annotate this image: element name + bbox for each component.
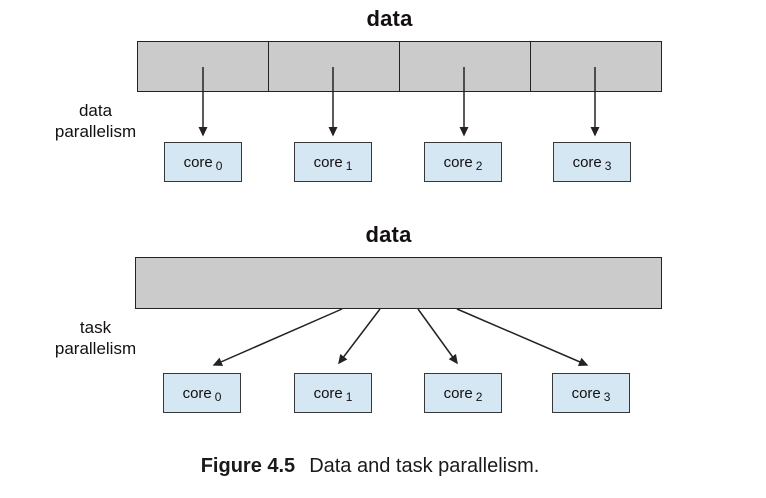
core-box-1-top: core 1 xyxy=(294,142,372,182)
data-parallelism-label-line2: parallelism xyxy=(54,122,137,141)
core-index: 2 xyxy=(475,390,483,404)
core-box-3-bottom: core 3 xyxy=(552,373,630,413)
core-index: 0 xyxy=(215,159,223,173)
bottom-data-title: data xyxy=(365,222,412,247)
figure-caption-text: Data and task parallelism. xyxy=(309,455,540,477)
core-box-2-bottom: core 2 xyxy=(424,373,502,413)
task-parallelism-label-line2: parallelism xyxy=(54,339,137,358)
fan-arrow-icon-core3 xyxy=(456,308,589,366)
figure-caption: Figure 4.5 Data and task parallelism. xyxy=(0,455,740,478)
bar-segment-divider xyxy=(529,42,532,91)
fan-arrow-icon-core0 xyxy=(212,308,343,366)
core-label: core xyxy=(572,153,602,171)
core-index: 1 xyxy=(345,159,353,173)
core-index: 3 xyxy=(604,159,612,173)
core-label: core xyxy=(183,153,213,171)
core-label: core xyxy=(182,384,212,402)
core-label: core xyxy=(443,384,473,402)
core-index: 1 xyxy=(345,390,353,404)
top-data-title: data xyxy=(366,6,413,31)
core-label: core xyxy=(443,153,473,171)
task-parallelism-label-line1: task xyxy=(79,318,112,337)
figure-number: Figure 4.5 xyxy=(200,455,296,477)
task-parallelism-arrows xyxy=(212,308,589,366)
core-index: 2 xyxy=(475,159,483,173)
data-parallelism-label-line1: data xyxy=(78,101,113,120)
bar-segment-divider xyxy=(398,42,401,91)
fan-arrow-icon-core1 xyxy=(338,308,381,365)
data-bar-segmented xyxy=(137,41,662,92)
core-box-1-bottom: core 1 xyxy=(294,373,372,413)
bar-segment-divider xyxy=(267,42,270,91)
core-box-0-top: core 0 xyxy=(164,142,242,182)
core-box-2-top: core 2 xyxy=(424,142,502,182)
core-box-0-bottom: core 0 xyxy=(163,373,241,413)
core-box-3-top: core 3 xyxy=(553,142,631,182)
fan-arrow-icon-core2 xyxy=(417,308,458,365)
core-index: 3 xyxy=(603,390,611,404)
data-parallelism-label: data parallelism xyxy=(18,100,173,142)
core-index: 0 xyxy=(214,390,222,404)
task-parallelism-label: task parallelism xyxy=(18,317,173,359)
data-bar-solid xyxy=(135,257,662,309)
core-label: core xyxy=(571,384,601,402)
core-label: core xyxy=(313,153,343,171)
core-label: core xyxy=(313,384,343,402)
